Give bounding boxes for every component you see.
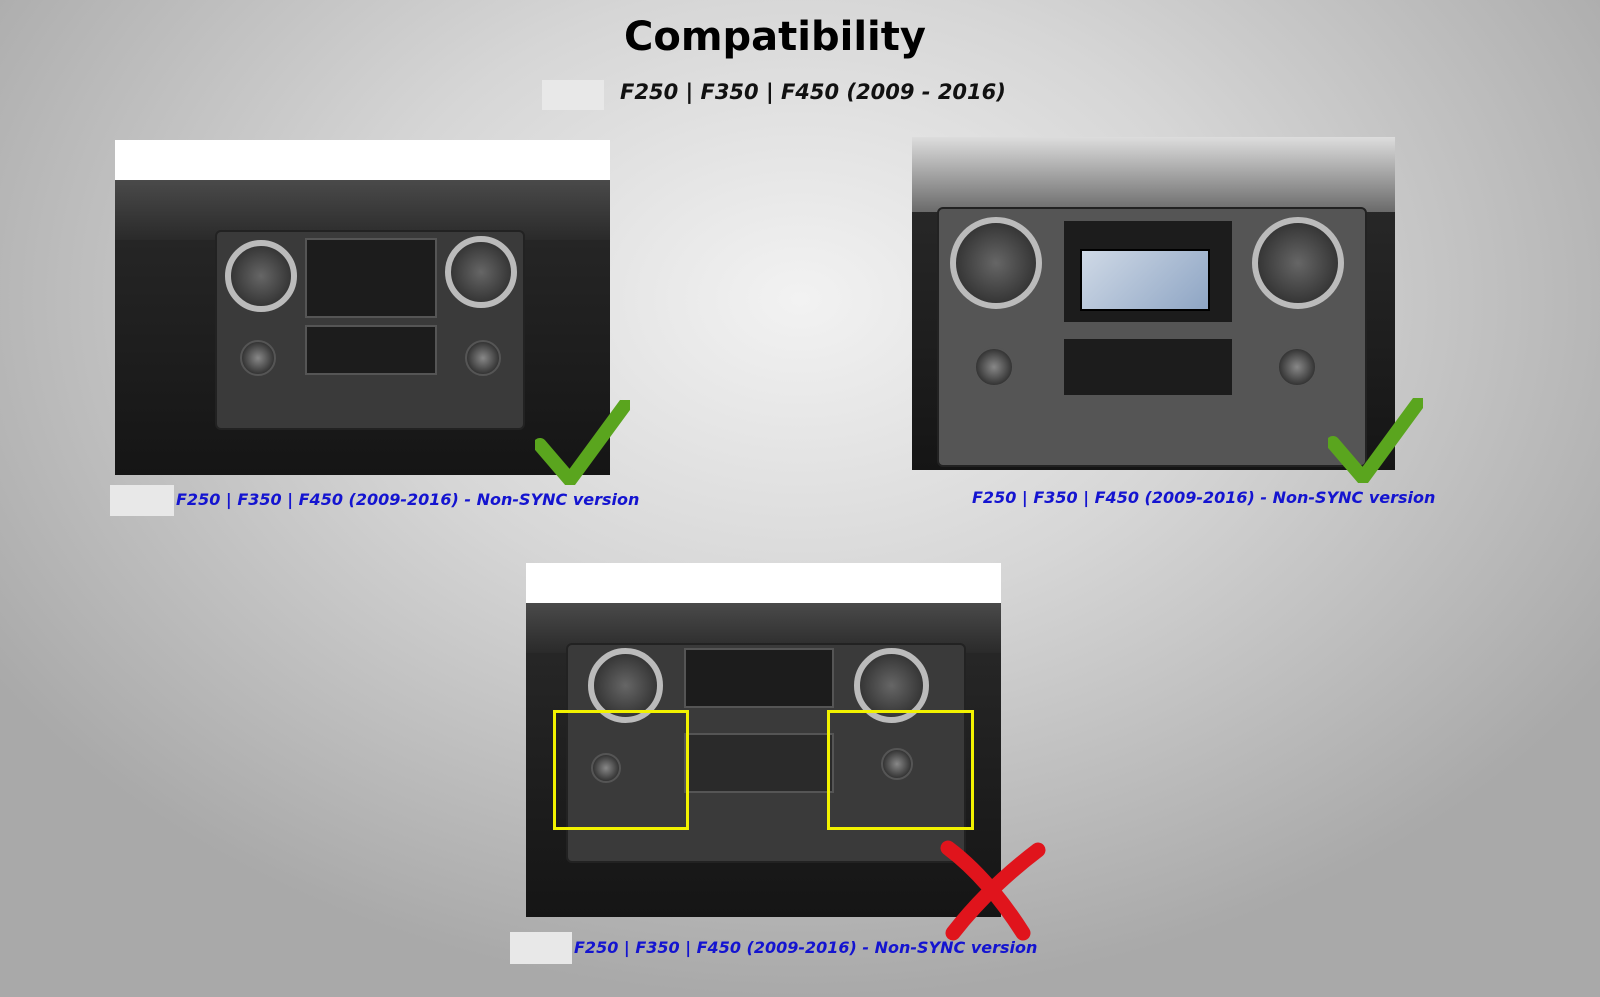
page-subtitle: F250 | F350 | F450 (2009 - 2016) [620, 80, 1006, 104]
blank-label [110, 485, 174, 516]
page-title: Compatibility [624, 14, 926, 60]
checkmark-icon [1328, 398, 1423, 483]
checkmark-icon [535, 400, 630, 485]
blank-label [510, 932, 572, 964]
caption-3: F250 | F350 | F450 (2009-2016) - Non-SYN… [574, 938, 1038, 957]
caption-2: F250 | F350 | F450 (2009-2016) - Non-SYN… [972, 488, 1436, 507]
cross-icon [940, 840, 1046, 941]
highlight-box-left [553, 710, 689, 830]
dashboard-photo-1 [115, 140, 610, 475]
blank-label [542, 80, 604, 110]
caption-1: F250 | F350 | F450 (2009-2016) - Non-SYN… [176, 490, 640, 509]
dashboard-photo-2 [912, 137, 1395, 470]
highlight-box-right [827, 710, 974, 830]
dashboard-photo-3 [526, 563, 1001, 917]
